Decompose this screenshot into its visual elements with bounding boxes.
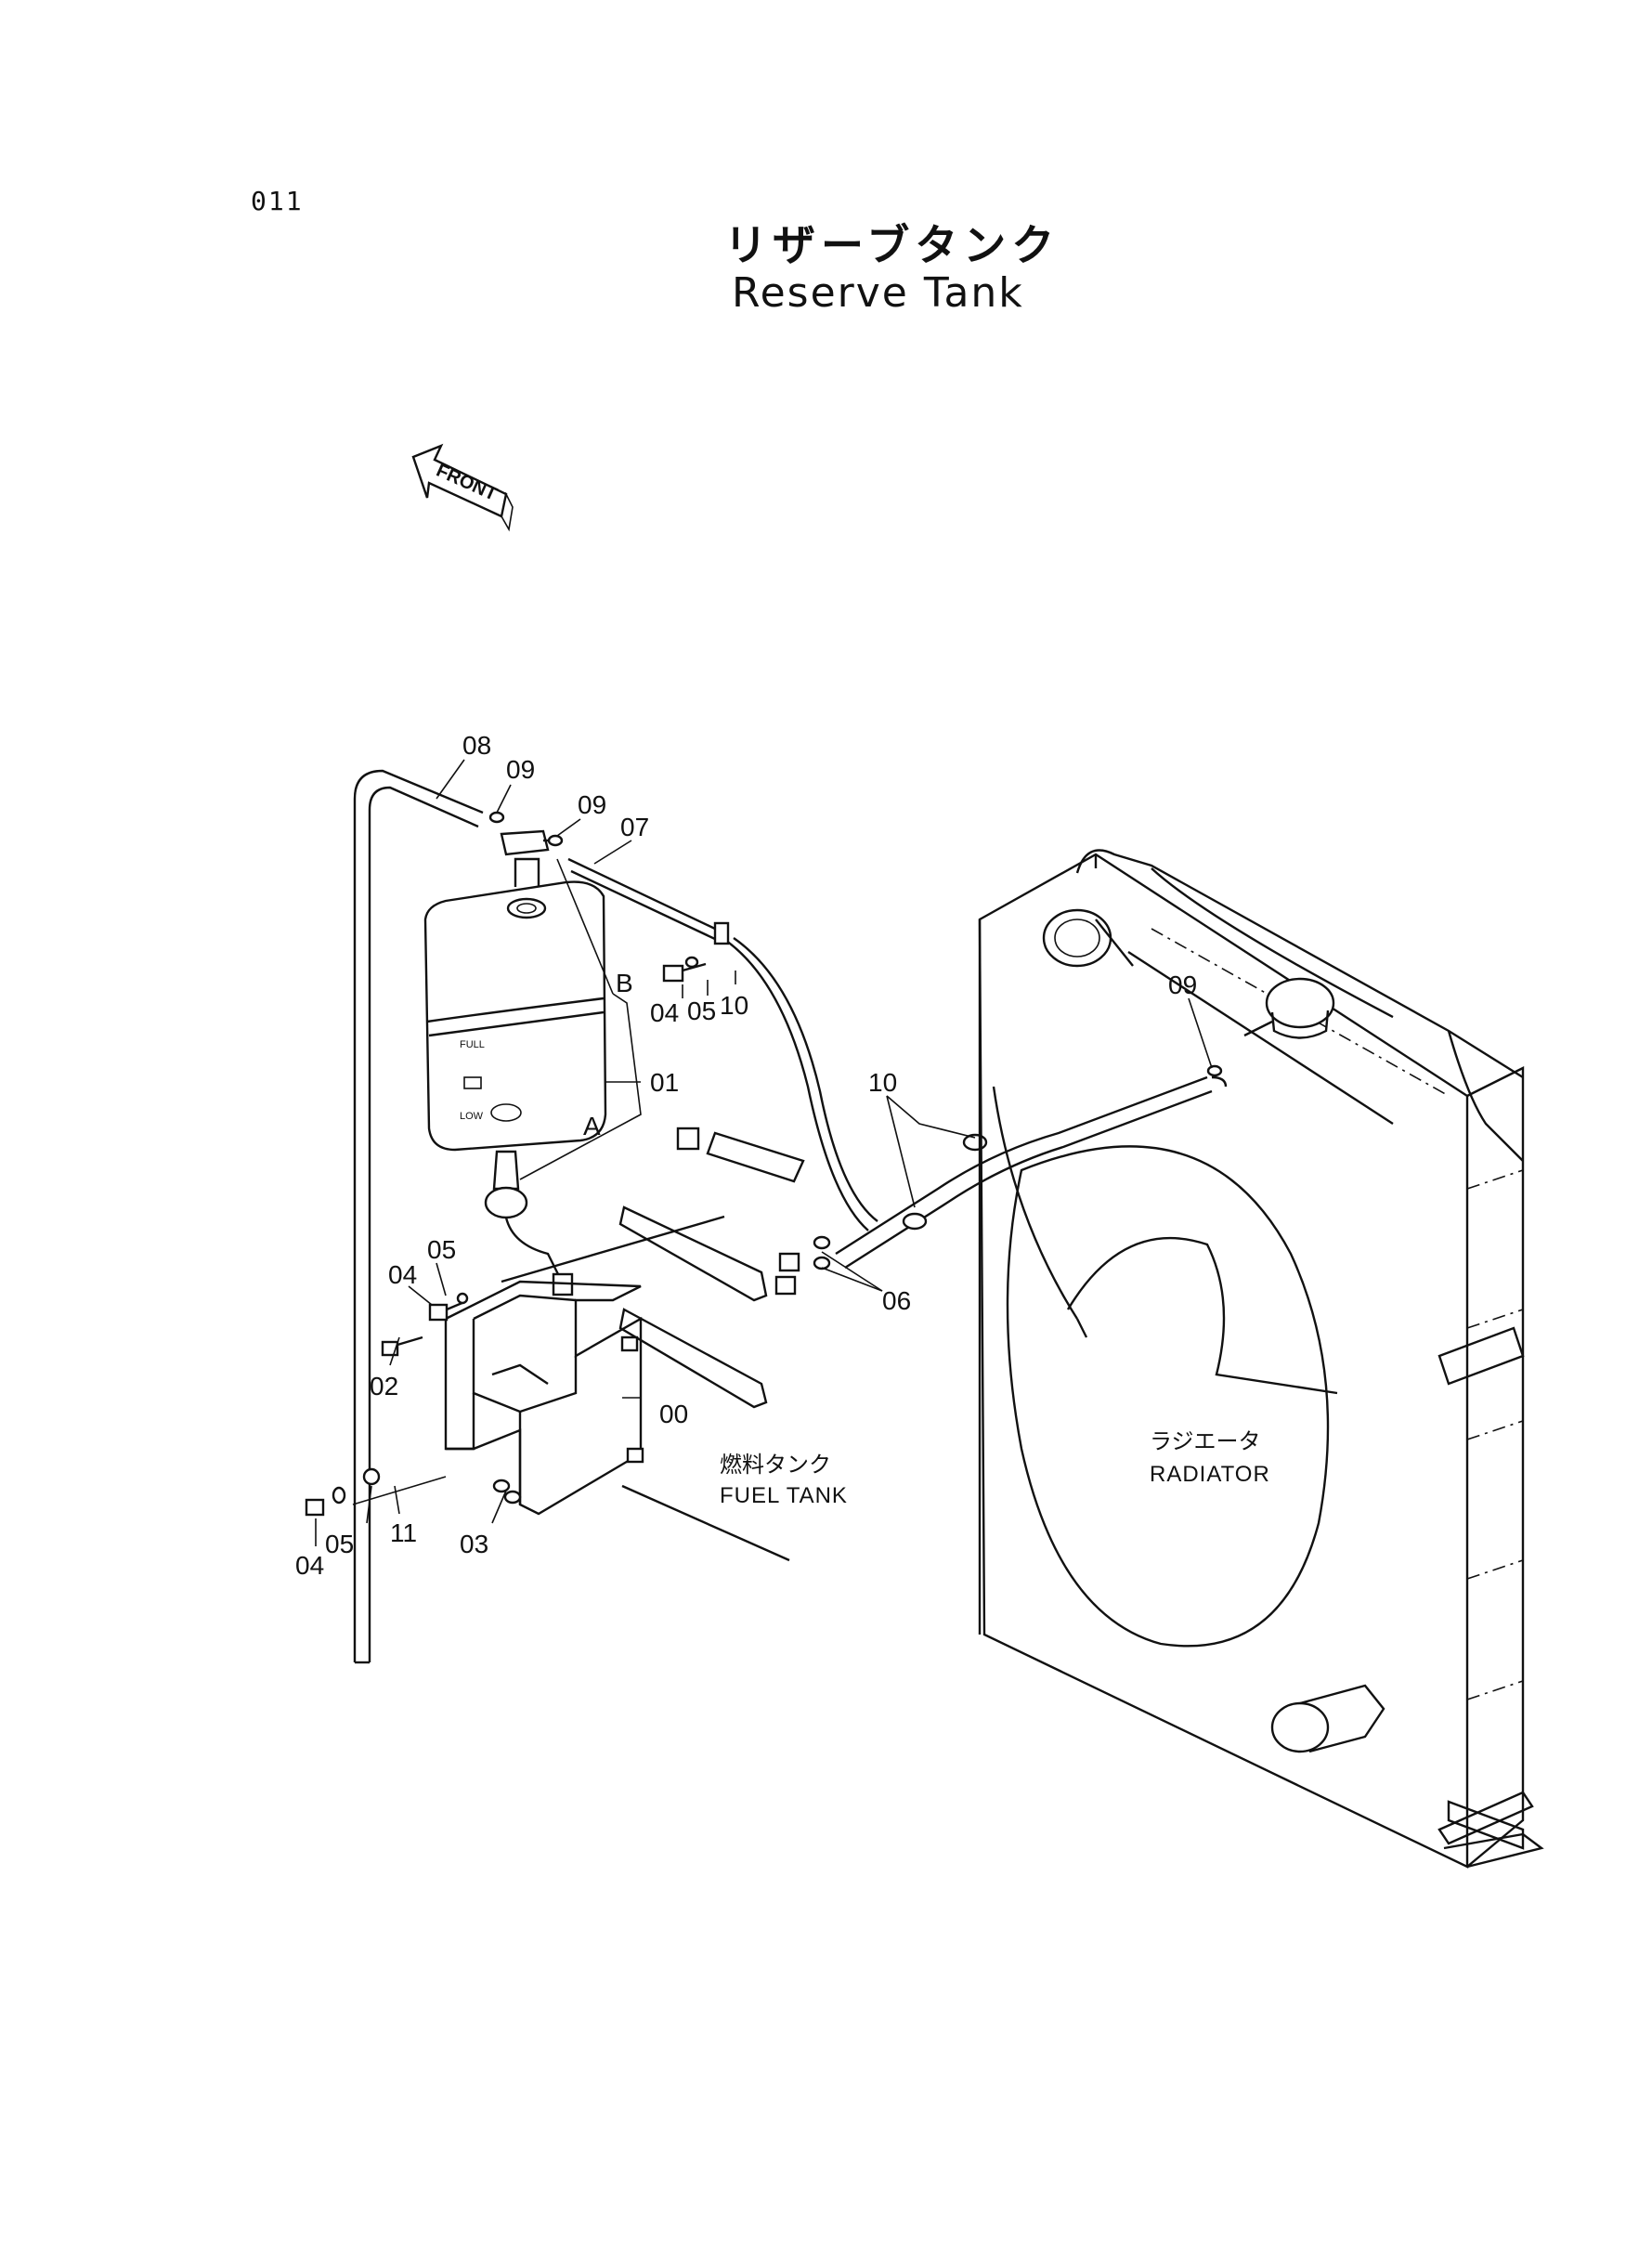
callout-08: 08 [462,731,491,760]
overflow-tube [353,769,484,1664]
tank-bracket [444,1280,644,1516]
callout-07: 07 [620,813,649,841]
callout-01: 01 [650,1068,679,1097]
callout-04-a: 04 [650,998,679,1027]
front-arrow: FRONT [411,443,514,532]
callout-09-b: 09 [578,790,606,819]
callout-ref-a: A [583,1112,601,1140]
leader-lines [315,759,1213,1546]
callout-10-b: 10 [868,1068,897,1097]
fuel-tank-straps [352,1127,805,1562]
component-labels: 燃料タンク FUEL TANK ラジエータ RADIATOR [720,1429,1270,1508]
callout-05-c: 05 [325,1530,354,1558]
callout-09-c: 09 [1168,971,1197,999]
page-number: 011 [251,186,304,216]
callout-11: 11 [390,1518,417,1547]
callouts: 08 09 09 07 B 01 A 04 05 10 10 09 06 05 … [295,731,1197,1580]
tank-label-low: LOW [460,1111,484,1122]
title-english: Reserve Tank [732,269,1024,317]
callout-02: 02 [370,1372,398,1401]
callout-06: 06 [882,1286,911,1315]
callout-05-b: 05 [427,1235,456,1264]
callout-04-b: 04 [388,1260,417,1289]
callout-05-a: 05 [687,997,716,1025]
callout-04-c: 04 [295,1551,324,1580]
callout-03: 03 [460,1530,488,1558]
reserve-tank: FULL LOW [423,829,607,1296]
fuel-tank-label-en: FUEL TANK [720,1483,848,1508]
radiator-label-ja: ラジエータ [1150,1429,1261,1454]
hose-07 [567,857,878,1231]
hose-10 [835,1075,1228,1270]
fuel-tank-label-ja: 燃料タンク [720,1453,831,1478]
callout-ref-b: B [616,969,633,997]
radiator-label-en: RADIATOR [1150,1462,1270,1487]
callout-09-a: 09 [506,755,535,784]
bolts [305,811,1223,1517]
callout-10-a: 10 [720,991,748,1020]
tank-label-full: FULL [460,1039,485,1050]
radiator [978,849,1544,1869]
title-japanese: リザーブタンク [724,220,1060,270]
callout-00: 00 [659,1400,688,1428]
